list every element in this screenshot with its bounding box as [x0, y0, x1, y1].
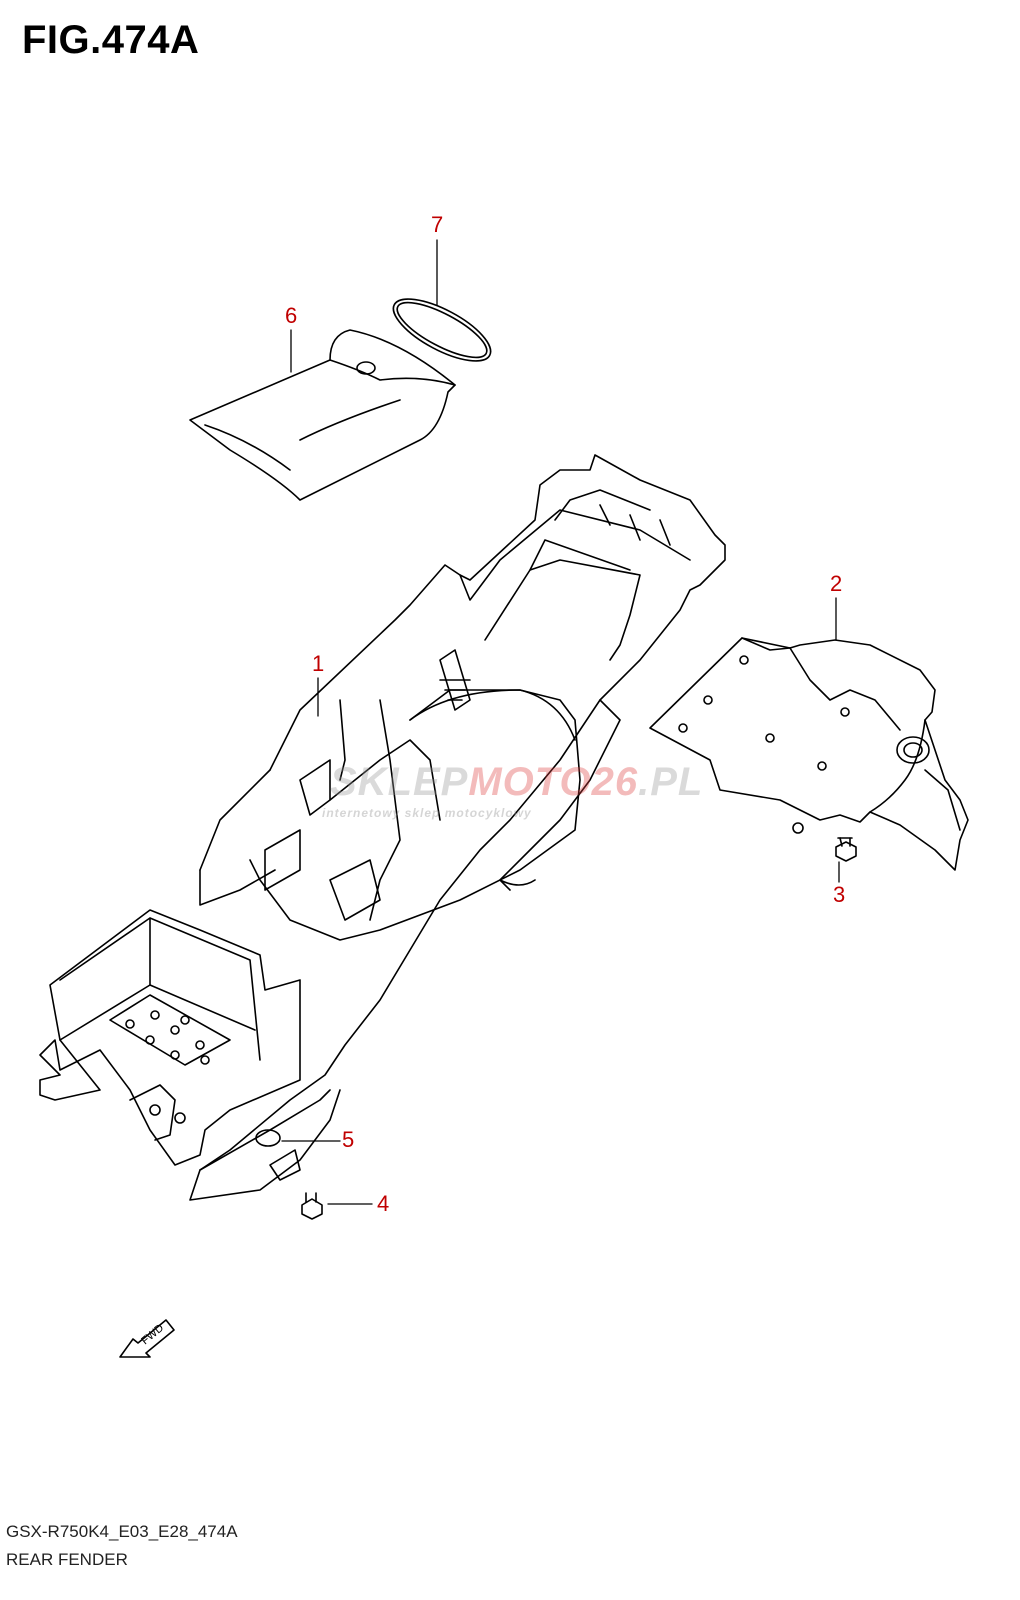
part-7-band [392, 298, 492, 362]
figure-name: REAR FENDER [6, 1550, 128, 1569]
watermark-logo: SKLEPMOTO26.PL [330, 760, 704, 804]
callout-5[interactable]: 5 [342, 1127, 355, 1152]
watermark-tagline: internetowy sklep motocyklowy [322, 806, 532, 820]
figure-code: GSX-R750K4_E03_E28_474A [6, 1522, 238, 1541]
fwd-arrow-icon: FWD [119, 1319, 175, 1358]
leader-lines [281, 239, 840, 1205]
part-2-mudguard [649, 637, 969, 871]
callout-2[interactable]: 2 [830, 571, 843, 596]
part-3-bolt [835, 837, 857, 862]
callout-6[interactable]: 6 [285, 303, 298, 328]
part-6-pouch [189, 329, 456, 501]
part-4-bolt [301, 1192, 323, 1220]
figure-title: FIG.474A [22, 18, 200, 62]
part-1-rear-fender [39, 454, 726, 1201]
callout-4[interactable]: 4 [377, 1191, 390, 1216]
callout-1[interactable]: 1 [312, 651, 325, 676]
callout-3[interactable]: 3 [833, 882, 846, 907]
callout-7[interactable]: 7 [431, 212, 444, 237]
